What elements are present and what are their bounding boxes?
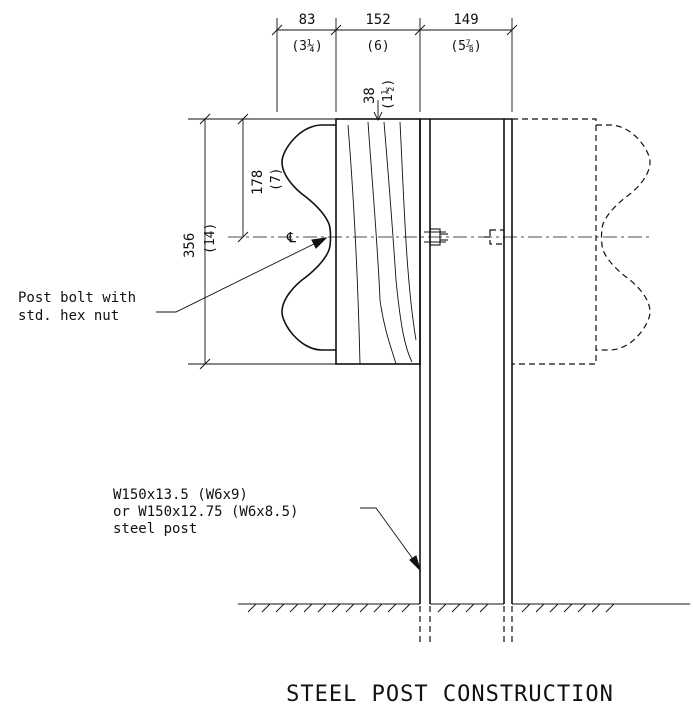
dim-83-mm: 83 (299, 12, 316, 28)
w-beam-rail (281, 124, 336, 351)
dim-83-in: (3¼) (291, 39, 322, 54)
alternate-bolt-dashed (484, 229, 505, 245)
dim-356-in: (14) (203, 223, 218, 254)
dim-356-mm: 356 (182, 233, 198, 258)
post-embedment (419, 606, 513, 642)
steel-post-label-line1: W150x13.5 (W6x9) (113, 487, 248, 503)
dim-149-in: (5⅞) (450, 39, 481, 54)
steel-post (419, 118, 513, 604)
steel-post-note: W150x13.5 (W6x9) or W150x12.75 (W6x8.5) … (113, 487, 422, 572)
dim-152-mm: 152 (365, 12, 390, 28)
ground-line (238, 603, 690, 613)
post-bolt-note: Post bolt with std. hex nut (18, 237, 328, 324)
post-bolt-label-line1: Post bolt with (18, 290, 136, 306)
wood-blockout (335, 118, 421, 365)
top-dimension-chain: 83 (3¼) 152 (6) 149 (5⅞) (271, 12, 518, 112)
dim-38-in: (1½) (381, 79, 396, 110)
dim-152-in: (6) (366, 39, 389, 54)
dim-178-mm: 178 (250, 170, 266, 195)
post-bolt-label-line2: std. hex nut (18, 308, 119, 324)
centerline-symbol: ℄ (286, 230, 296, 246)
dim-38-mm: 38 (362, 87, 378, 104)
steel-post-label-line2: or W150x12.75 (W6x8.5) (113, 504, 298, 520)
drawing-title: STEEL POST CONSTRUCTION (286, 682, 614, 707)
steel-post-label-line3: steel post (113, 521, 197, 537)
alternate-blockout-dashed (512, 118, 651, 365)
dim-149-mm: 149 (453, 12, 478, 28)
left-vertical-dimensions: 178 (7) 356 (14) (182, 113, 336, 370)
blockout-depth-dimension: 38 (1½) (362, 79, 396, 122)
dim-178-in: (7) (269, 168, 284, 191)
